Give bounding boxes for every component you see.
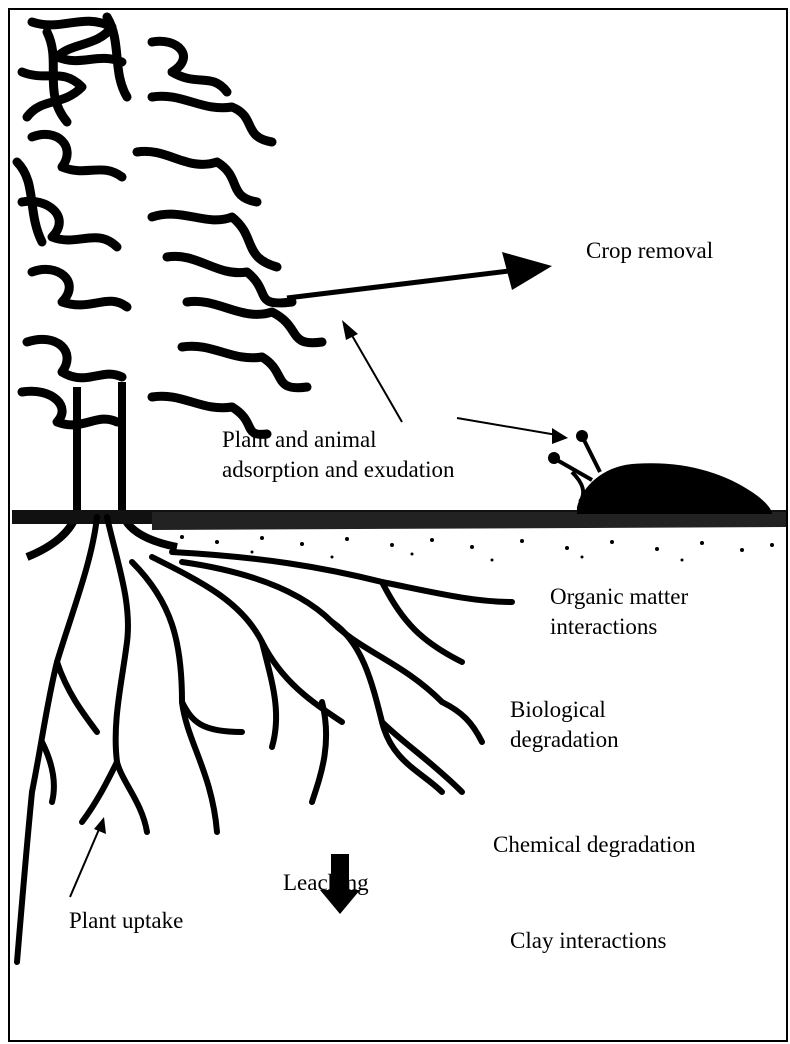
roots-icon bbox=[17, 517, 512, 962]
label-plant-uptake: Plant uptake bbox=[69, 906, 183, 936]
label-organic-matter: Organic matter interactions bbox=[550, 582, 688, 642]
label-crop-removal: Crop removal bbox=[586, 236, 713, 266]
diagram-frame bbox=[8, 8, 788, 1042]
plant-uptake-arrow bbox=[70, 817, 106, 897]
label-chemical: Chemical degradation bbox=[493, 830, 695, 860]
slug-icon bbox=[548, 430, 772, 514]
animal-pointer-arrow bbox=[457, 418, 568, 444]
label-leaching: Leaching bbox=[283, 868, 369, 898]
label-plant-animal: Plant and animal adsorption and exudatio… bbox=[222, 425, 455, 485]
tree-icon bbox=[17, 17, 322, 434]
label-biological: Biological degradation bbox=[510, 695, 619, 755]
diagram-art bbox=[10, 10, 788, 1042]
canopy-pointer-arrow bbox=[342, 320, 402, 422]
soil-surface bbox=[12, 510, 788, 562]
trunk bbox=[27, 382, 177, 557]
crop-removal-arrow bbox=[287, 252, 552, 298]
label-clay: Clay interactions bbox=[510, 926, 667, 956]
